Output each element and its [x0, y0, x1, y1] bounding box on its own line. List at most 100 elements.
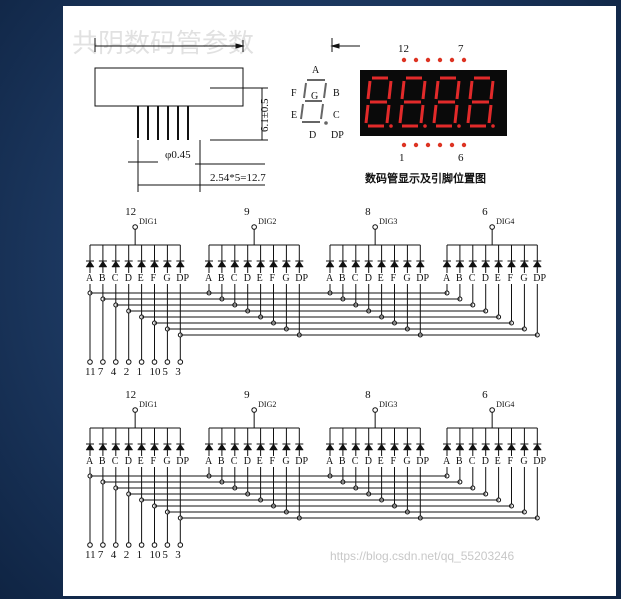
seg-label-c: C — [333, 110, 340, 121]
segment-label: A — [205, 456, 213, 467]
led-diode — [150, 443, 159, 451]
display-pin-top-right: 7 — [458, 43, 464, 55]
display-digit-8 — [432, 76, 461, 128]
display-pin-dot — [425, 142, 431, 148]
led-diode — [468, 260, 478, 268]
segment-label: DP — [176, 456, 189, 467]
digit-label: DIG4 — [496, 400, 514, 409]
segment-label: F — [508, 456, 514, 467]
segment-label: A — [326, 456, 334, 467]
segment-label: G — [163, 273, 170, 284]
segment-label: D — [482, 456, 489, 467]
led-diode — [204, 260, 214, 268]
segment-label: C — [231, 273, 238, 284]
seg-label-a: A — [312, 65, 320, 76]
segment-label: C — [112, 456, 119, 467]
segment-pin-node — [151, 359, 158, 365]
led-diode — [351, 260, 361, 268]
display-pin-dot — [437, 142, 443, 148]
segment-label: E — [138, 456, 144, 467]
segment-label: A — [86, 456, 94, 467]
segment-pin-number: 7 — [98, 366, 104, 378]
led-diode — [325, 260, 335, 268]
digit-pin-number: 6 — [482, 206, 488, 218]
led-diode — [98, 443, 108, 451]
led-diode — [455, 443, 465, 451]
segment-label: D — [244, 273, 251, 284]
segment-pin-number: 3 — [175, 549, 181, 561]
segment-label: D — [244, 456, 251, 467]
led-diode — [455, 260, 465, 268]
led-diode — [294, 260, 304, 268]
led-diode — [217, 443, 227, 451]
led-diode — [243, 260, 253, 268]
segment-label: DP — [416, 273, 429, 284]
segment-label: B — [339, 273, 346, 284]
segment-pin-number: 1 — [137, 366, 143, 378]
segment-pin-number: 4 — [111, 549, 117, 561]
display-pin-top-left: 12 — [398, 43, 409, 55]
segment-label: A — [205, 273, 213, 284]
segment-pin-number: 7 — [98, 549, 104, 561]
segment-pin-node — [113, 359, 119, 365]
led-diode — [124, 260, 134, 268]
segment-label: G — [520, 273, 527, 284]
led-diode — [364, 260, 374, 268]
segment-label: B — [218, 456, 225, 467]
digit-pin-number: 6 — [482, 389, 488, 401]
led-diode — [243, 443, 253, 451]
seg-label-b: B — [333, 88, 340, 99]
segment-pin-node — [164, 359, 171, 365]
segment-label: D — [125, 456, 132, 467]
display-pin-dot — [401, 57, 407, 63]
seg-label-dp: DP — [331, 130, 344, 141]
led-diode — [230, 443, 240, 451]
segment-label: C — [352, 273, 359, 284]
segment-label: E — [378, 456, 384, 467]
led-diode — [256, 443, 266, 451]
segment-label: E — [138, 273, 144, 284]
digit-pin-node — [372, 407, 378, 413]
segment-pin-node — [87, 542, 93, 548]
segment-pin-node — [125, 359, 132, 365]
led-diode — [402, 260, 412, 268]
led-diode — [325, 443, 335, 451]
led-diode — [532, 260, 542, 268]
led-diode — [150, 260, 159, 268]
segment-label: DP — [533, 456, 546, 467]
digit-pin-node — [251, 224, 257, 230]
segment-pin-node — [100, 542, 106, 548]
segment-label: A — [443, 273, 451, 284]
segment-pin-number: 10 — [150, 366, 162, 378]
segment-pin-node — [177, 542, 184, 548]
display-decimal-point — [457, 124, 461, 128]
led-diode — [364, 443, 374, 451]
digit-pin-node — [489, 224, 495, 230]
led-diode — [442, 260, 452, 268]
segment-label: A — [443, 456, 451, 467]
package-side-view — [94, 38, 360, 192]
led-diode — [162, 260, 172, 268]
led-diode — [377, 260, 387, 268]
led-diode — [281, 443, 291, 451]
digit-label: DIG4 — [496, 217, 514, 226]
segment-pin-number: 2 — [124, 549, 130, 561]
segment-label: G — [403, 456, 410, 467]
display-digit-8 — [466, 76, 495, 128]
segment-label: F — [391, 456, 397, 467]
segment-label: G — [282, 456, 289, 467]
segment-label: C — [469, 456, 476, 467]
led-diode — [98, 260, 108, 268]
digit-pin-node — [489, 407, 495, 413]
led-diode — [390, 260, 399, 268]
segment-pin-node — [164, 542, 171, 548]
display-pin-dot — [401, 142, 407, 148]
led-diode — [217, 260, 227, 268]
display-pin-dot — [461, 142, 467, 148]
display-pin-dot — [413, 142, 419, 148]
segment-label: G — [163, 456, 170, 467]
segment-label: E — [257, 456, 263, 467]
led-diode — [111, 443, 121, 451]
seg-label-f: F — [291, 88, 297, 99]
segment-label: G — [520, 456, 527, 467]
